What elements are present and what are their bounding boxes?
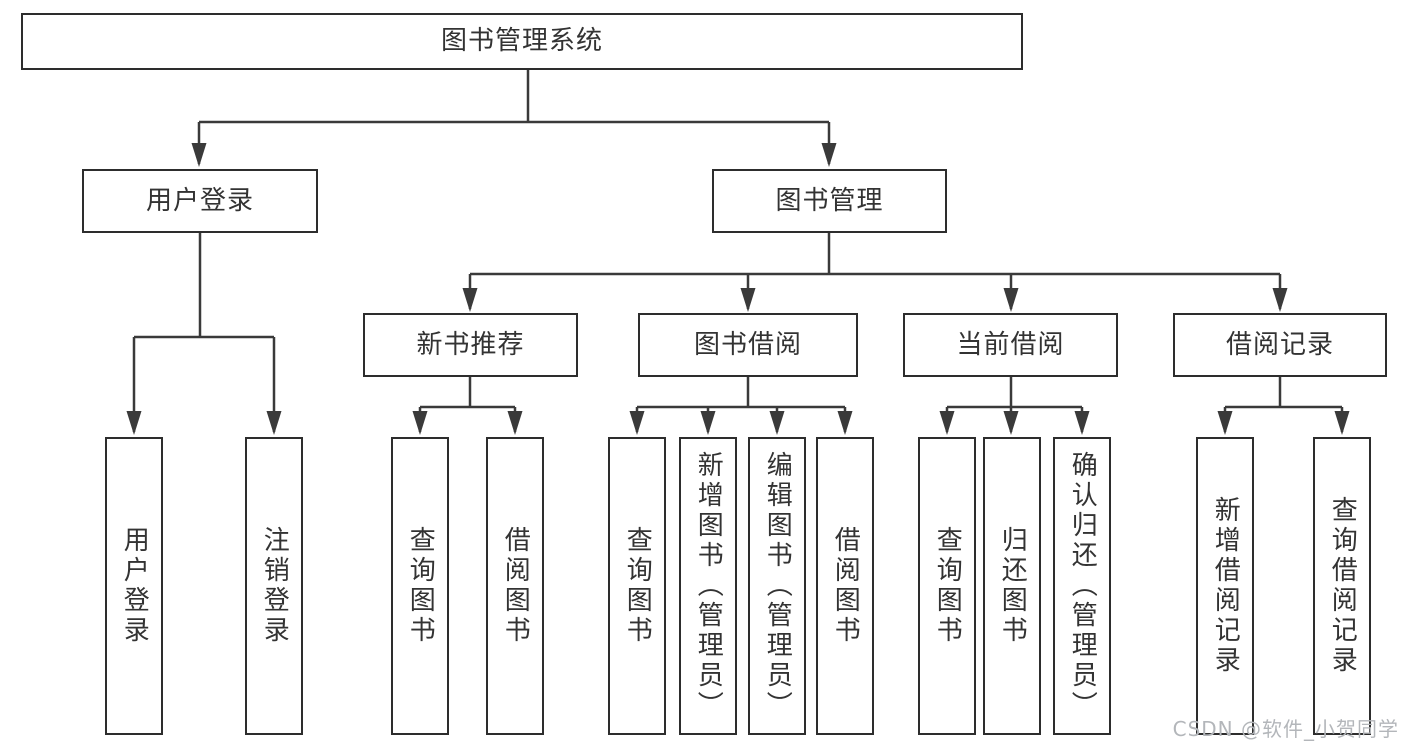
node-add-books-admin: 新增图书（管理员） [679,437,737,735]
node-logout: 注销登录 [245,437,303,735]
node-search-books-current: 查询图书 [918,437,976,735]
node-edit-books-admin: 编辑图书（管理员） [748,437,806,735]
node-confirm-return-admin: 确认归还（管理员） [1053,437,1111,735]
node-search-borrowing-record: 查询借阅记录 [1313,437,1371,735]
node-user-login: 用户登录 [82,169,318,233]
node-new-book-recommendation: 新书推荐 [363,313,578,377]
node-search-books-recommend: 查询图书 [391,437,449,735]
node-system: 图书管理系统 [21,13,1023,70]
watermark: CSDN @软件_小贺同学 [1172,717,1399,741]
node-add-borrowing-record: 新增借阅记录 [1196,437,1254,735]
node-borrow-books-recommend: 借阅图书 [486,437,544,735]
node-borrowing-records: 借阅记录 [1173,313,1387,377]
node-return-books: 归还图书 [983,437,1041,735]
node-book-borrowing: 图书借阅 [638,313,858,377]
node-login: 用户登录 [105,437,163,735]
node-search-books-borrowing: 查询图书 [608,437,666,735]
node-current-borrowing: 当前借阅 [903,313,1118,377]
node-book-management: 图书管理 [712,169,947,233]
node-borrow-books-borrowing: 借阅图书 [816,437,874,735]
